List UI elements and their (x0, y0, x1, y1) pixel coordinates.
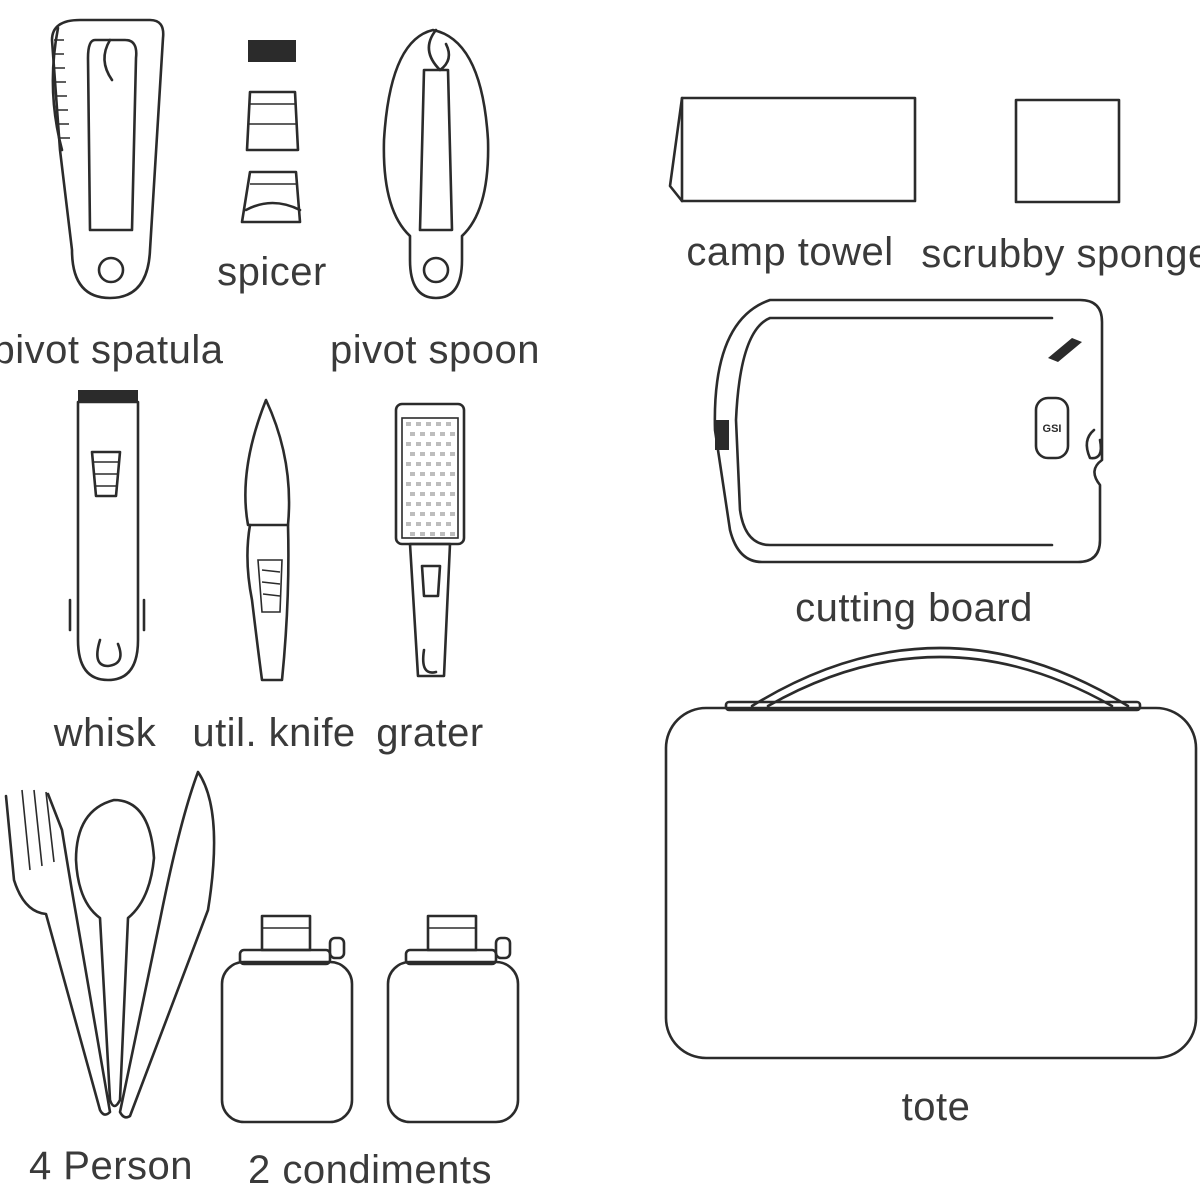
util-knife-label: util. knife (192, 711, 356, 755)
grater-hole (450, 432, 455, 436)
pivot-spoon-illustration (382, 28, 490, 300)
grater-hole (450, 472, 455, 476)
grater-hole (410, 432, 415, 436)
grater-hole (416, 522, 421, 526)
grater-hole (430, 432, 435, 436)
grater-hole (420, 472, 425, 476)
whisk-label: whisk (53, 711, 157, 755)
grater-hole (426, 442, 431, 446)
grater-hole (430, 512, 435, 516)
grater-holes (406, 422, 455, 536)
grater-label: grater (376, 711, 484, 755)
grater-hole (446, 522, 451, 526)
grater-hole (430, 532, 435, 536)
2-condiments-label: 2 condiments (248, 1148, 492, 1192)
grater-hole (406, 462, 411, 466)
grater-hole (426, 522, 431, 526)
grater-hole (436, 502, 441, 506)
pivot-spatula-label: pivot spatula (0, 328, 224, 372)
grater-hole (416, 422, 421, 426)
grater-hole (436, 442, 441, 446)
grater-hole (420, 452, 425, 456)
flatware-illustration (4, 770, 216, 1119)
grater-hole (406, 422, 411, 426)
spicer-label: spicer (217, 250, 327, 294)
grater-hole (446, 462, 451, 466)
grater-hole (446, 442, 451, 446)
camp-towel-label: camp towel (686, 230, 894, 274)
condiment-bottle-1 (220, 914, 354, 1124)
grater-hole (406, 522, 411, 526)
grater-hole (446, 482, 451, 486)
grater-hole (416, 482, 421, 486)
grater-hole (440, 532, 445, 536)
grater-hole (406, 502, 411, 506)
grater-hole (450, 532, 455, 536)
pivot-spatula-illustration (50, 18, 165, 300)
grater-illustration (394, 402, 466, 678)
grater-hole (440, 512, 445, 516)
grater-hole (436, 482, 441, 486)
pivot-spoon-label: pivot spoon (329, 328, 541, 372)
grater-hole (410, 472, 415, 476)
grater-hole (420, 492, 425, 496)
grater-hole (440, 472, 445, 476)
grater-hole (440, 452, 445, 456)
grater-hole (406, 442, 411, 446)
grater-hole (436, 422, 441, 426)
grater-hole (416, 462, 421, 466)
grater-hole (406, 482, 411, 486)
grater-hole (410, 532, 415, 536)
tote-illustration (664, 646, 1198, 1060)
grater-hole (440, 492, 445, 496)
grater-hole (410, 492, 415, 496)
tote-label: tote (901, 1085, 971, 1129)
cutting-board-label: cutting board (795, 586, 1033, 630)
grater-hole (430, 472, 435, 476)
spicer-illustration (240, 40, 302, 224)
scrubby-sponge-label: scrubby sponge (921, 232, 1200, 276)
utility-knife-illustration (244, 398, 291, 682)
grater-hole (420, 512, 425, 516)
grater-hole (450, 452, 455, 456)
grater-hole (430, 452, 435, 456)
grater-hole (430, 492, 435, 496)
grater-hole (436, 462, 441, 466)
grater-hole (426, 502, 431, 506)
grater-hole (436, 522, 441, 526)
grater-hole (420, 532, 425, 536)
grater-hole (426, 462, 431, 466)
grater-hole (426, 422, 431, 426)
grater-hole (410, 512, 415, 516)
grater-hole (420, 432, 425, 436)
whisk-illustration (68, 390, 146, 682)
grater-hole (450, 512, 455, 516)
grater-hole (446, 422, 451, 426)
scrubby-sponge-illustration (1014, 98, 1121, 204)
grater-hole (416, 502, 421, 506)
grater-hole (410, 452, 415, 456)
grater-hole (440, 432, 445, 436)
grater-hole (426, 482, 431, 486)
camp-towel-illustration (668, 96, 917, 203)
grater-hole (450, 492, 455, 496)
4-person-label: 4 Person (28, 1144, 194, 1188)
grater-hole (416, 442, 421, 446)
grater-hole (446, 502, 451, 506)
gsi-logo: GSI (1043, 423, 1062, 435)
condiment-bottle-2 (386, 914, 520, 1124)
cutting-board-illustration (713, 298, 1104, 564)
